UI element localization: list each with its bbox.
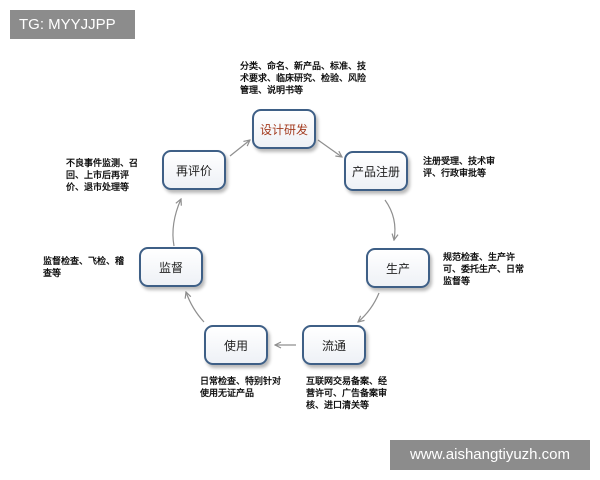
note-design: 分类、命名、新产品、标准、技 术要求、临床研究、检验、风险 管理、说明书等 — [240, 61, 366, 97]
note-line: 使用无证产品 — [200, 389, 255, 399]
note-line: 价、退市处理等 — [66, 183, 130, 193]
note-circulation: 互联网交易备案、经 营许可、广告备案审 核、进口清关等 — [306, 376, 387, 412]
tag-label: TG: MYYJJPP — [10, 10, 135, 39]
note-usage: 日常检查、特别针对 使用无证产品 — [200, 376, 281, 400]
node-registration: 产品注册 — [344, 151, 408, 191]
note-line: 术要求、临床研究、检验、风险 — [240, 74, 367, 84]
arrow-registration-to-production — [384, 199, 395, 240]
note-production: 规范检查、生产许 可、委托生产、日常 监督等 — [443, 252, 524, 288]
note-line: 核、进口清关等 — [306, 401, 370, 411]
note-line: 不良事件监测、召 — [66, 159, 139, 169]
note-line: 分类、命名、新产品、标准、技 — [240, 62, 367, 72]
arrow-production-to-circulation — [358, 292, 380, 322]
arrow-usage-to-supervision — [186, 292, 205, 323]
arrow-supervision-to-reevaluation — [172, 199, 181, 247]
node-supervision: 监督 — [139, 247, 203, 287]
note-line: 监督等 — [443, 277, 471, 287]
watermark: www.aishangtiyuzh.com — [390, 440, 590, 470]
note-registration: 注册受理、技术审 评、行政审批等 — [423, 156, 495, 180]
node-design: 设计研发 — [252, 109, 316, 149]
note-line: 规范检查、生产许 — [443, 253, 516, 263]
note-line: 注册受理、技术审 — [423, 157, 496, 167]
note-line: 查等 — [43, 269, 62, 279]
arrow-reevaluation-to-design — [229, 140, 250, 157]
node-reevaluation: 再评价 — [162, 150, 226, 190]
node-circulation: 流通 — [302, 325, 366, 365]
note-line: 管理、说明书等 — [240, 86, 304, 96]
note-line: 评、行政审批等 — [423, 169, 487, 179]
note-line: 营许可、广告备案审 — [306, 389, 388, 399]
note-line: 可、委托生产、日常 — [443, 265, 525, 275]
note-supervision: 监督检查、飞检、稽 查等 — [43, 256, 124, 280]
node-production: 生产 — [366, 248, 430, 288]
note-line: 互联网交易备案、经 — [306, 377, 388, 387]
arrow-design-to-registration — [317, 139, 342, 157]
note-line: 日常检查、特别针对 — [200, 377, 282, 387]
note-line: 监督检查、飞检、稽 — [43, 257, 125, 267]
node-usage: 使用 — [204, 325, 268, 365]
note-line: 回、上市后再评 — [66, 171, 130, 181]
note-reevaluation: 不良事件监测、召 回、上市后再评 价、退市处理等 — [66, 158, 138, 194]
